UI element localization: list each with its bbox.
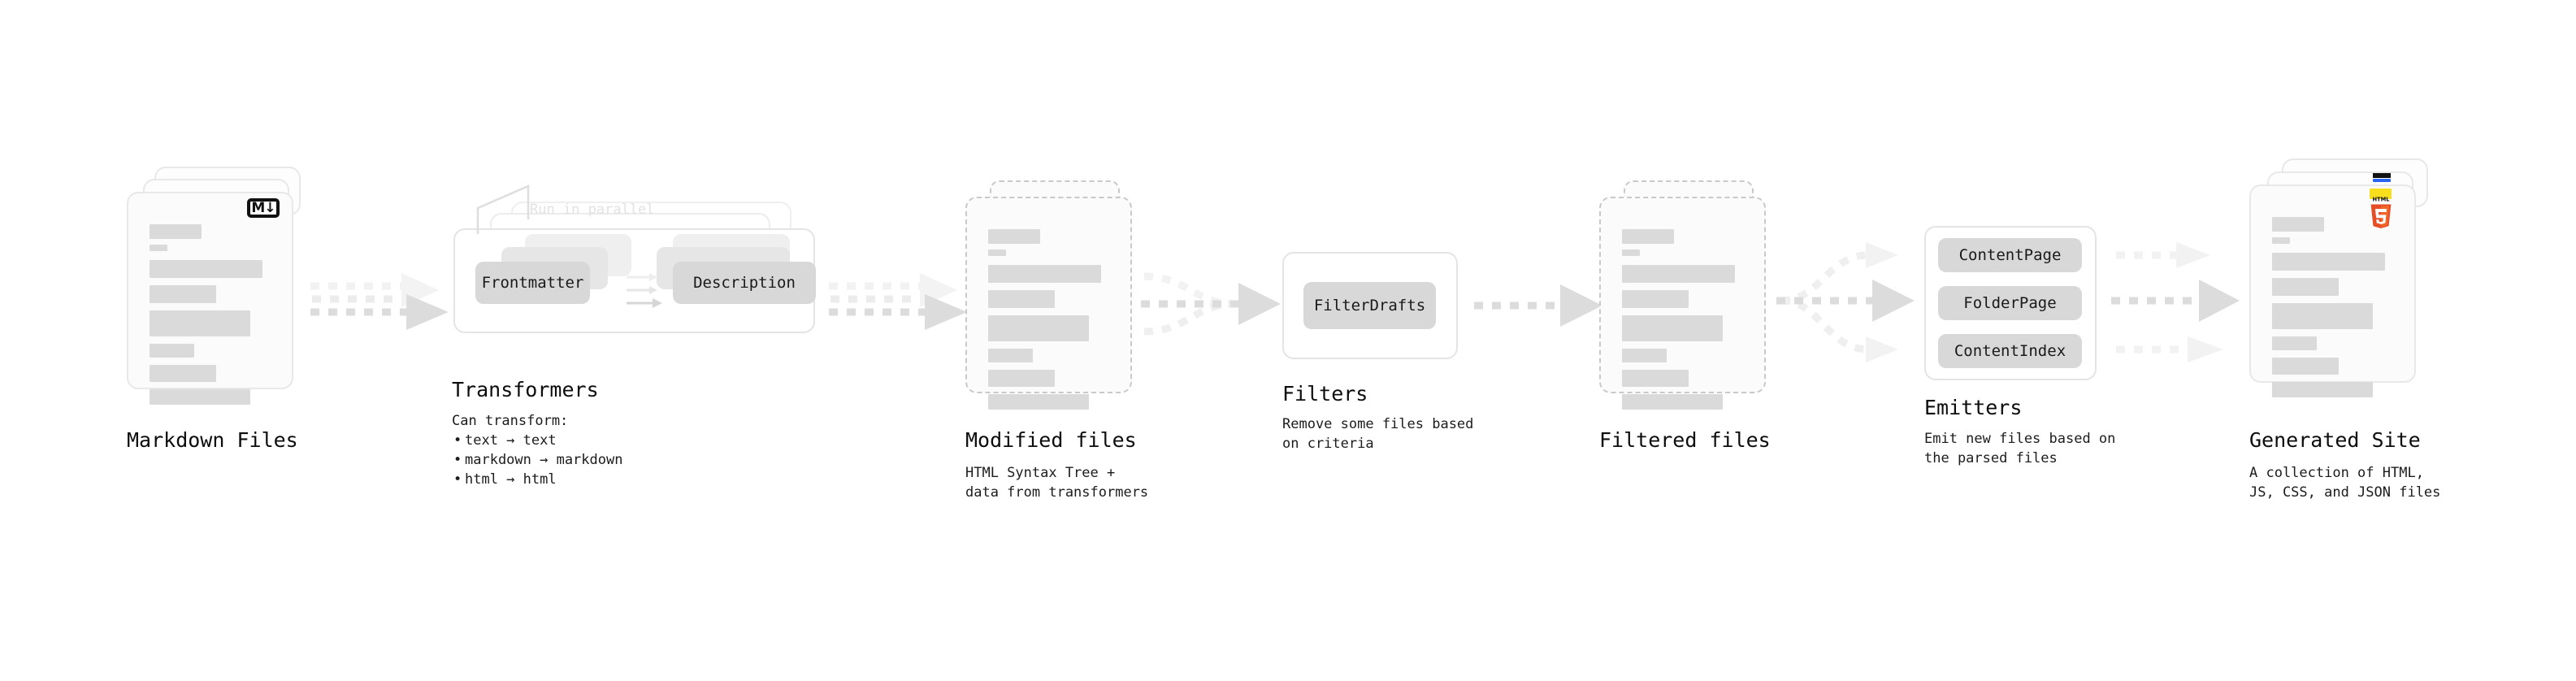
arrow-filtered-to-emitters (1776, 242, 1915, 362)
emitters-group: ContentPage FolderPage ContentIndex (1924, 226, 2097, 380)
transformer-pill-description[interactable]: Description (673, 262, 816, 304)
stage-subtitle-generated-site: A collection of HTML, JS, CSS, and JSON … (2249, 465, 2441, 501)
generated-placeholder-lines (2272, 217, 2396, 403)
run-in-parallel-bracket (476, 184, 530, 234)
markdown-card-front (127, 192, 293, 405)
stage-subtitle-emitters: Emit new files based on the parsed files (1924, 431, 2116, 466)
transformers-group: Frontmatter Description (452, 184, 834, 366)
stage-title-filters: Filters (1282, 382, 1368, 406)
markdown-placeholder-lines (150, 224, 274, 410)
modified-placeholder-lines (988, 229, 1112, 415)
stage-title-emitters: Emitters (1924, 396, 2023, 419)
run-in-parallel-label: Run in parallel (530, 202, 655, 218)
filters-group: FilterDrafts (1282, 252, 1458, 359)
stage-subtitle-filters: Remove some files based on criteria (1282, 416, 1474, 452)
stage-title-generated-site: Generated Site (2249, 428, 2421, 452)
stage-title-markdown-files: Markdown Files (127, 428, 298, 452)
emitter-pill-contentindex[interactable]: ContentIndex (1938, 334, 2082, 368)
filter-pill-filterdrafts[interactable]: FilterDrafts (1303, 282, 1436, 329)
emitter-pill-folderpage[interactable]: FolderPage (1938, 286, 2082, 320)
transformers-list-item-2: html → html (453, 470, 622, 489)
transformers-list-item-1: markdown → markdown (453, 450, 623, 470)
transformers-list-header: Can transform: (452, 413, 569, 429)
html5-logo-icon: HTML (2370, 197, 2392, 229)
modified-card-front (965, 197, 1132, 410)
emitter-pill-contentpage[interactable]: ContentPage (1938, 238, 2082, 272)
generated-site-stack: HTML (2249, 158, 2444, 397)
arrow-markdown-to-transformers (310, 273, 449, 330)
filtered-placeholder-lines (1622, 229, 1746, 415)
svg-text:HTML: HTML (2372, 197, 2390, 203)
markdown-files-stack: M↓ M↓ M↓ (127, 167, 314, 405)
arrow-modified-to-filters (1141, 272, 1281, 336)
stage-subtitle-modified-files: HTML Syntax Tree + data from transformer… (965, 465, 1149, 501)
modified-files-stack (965, 180, 1144, 410)
css-logo-icon (2373, 173, 2391, 182)
transformers-list: text → text markdown → markdown html → h… (452, 431, 623, 489)
arrow-transformers-to-modified (829, 273, 967, 330)
transformer-pill-frontmatter[interactable]: Frontmatter (475, 262, 590, 304)
arrow-filters-to-filtered (1474, 284, 1602, 327)
js-logo-icon (2370, 189, 2392, 199)
markdown-logo-icon: M↓ (247, 198, 280, 218)
filtered-files-stack (1599, 180, 1778, 410)
stage-title-filtered-files: Filtered files (1599, 428, 1771, 452)
transformers-capabilities-list: Can transform: text → text markdown → ma… (452, 411, 622, 489)
arrow-emitters-to-generated (2111, 242, 2240, 362)
stage-title-modified-files: Modified files (965, 428, 1137, 452)
stage-title-transformers: Transformers (452, 378, 599, 401)
transformers-inner-arrows (627, 273, 662, 308)
filtered-card-front (1599, 197, 1766, 410)
transformers-list-item-0: text → text (453, 431, 622, 450)
